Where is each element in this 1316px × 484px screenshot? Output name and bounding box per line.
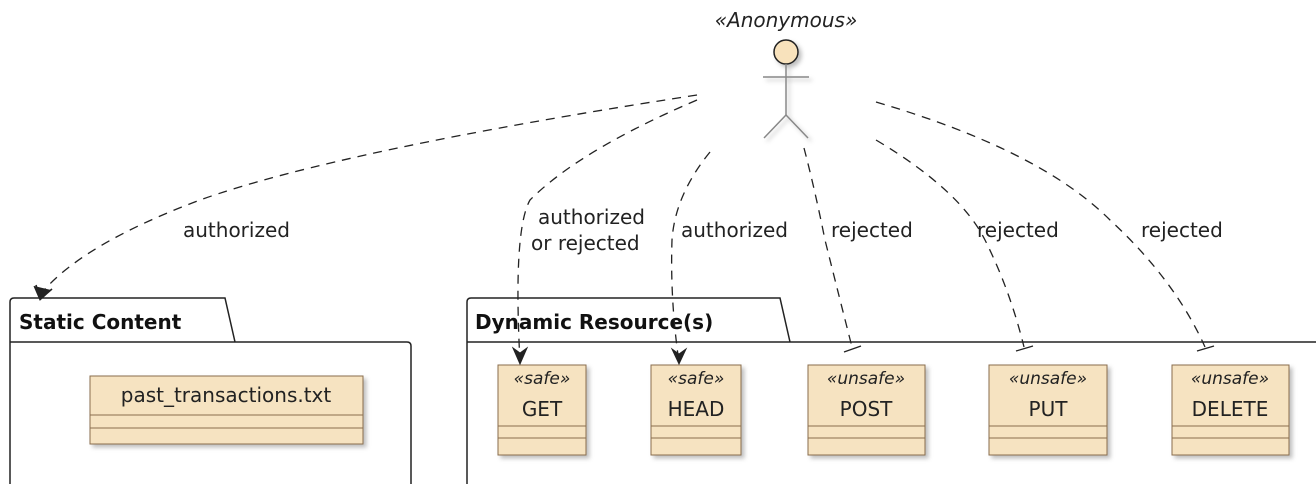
edge-put[interactable] bbox=[875, 139, 1034, 352]
dynamic-resources-package[interactable]: Dynamic Resource(s) bbox=[466, 297, 1316, 484]
edge-post[interactable] bbox=[803, 147, 862, 353]
static-content-package[interactable]: Static Content bbox=[9, 297, 412, 484]
class-put[interactable]: «unsafe» PUT bbox=[988, 364, 1108, 456]
edge-delete[interactable] bbox=[875, 101, 1215, 352]
class-put-name: PUT bbox=[1029, 397, 1069, 421]
edge-static-authorized bbox=[33, 94, 698, 301]
edge-get-label-line1: authorized bbox=[538, 205, 645, 229]
class-post[interactable]: «unsafe» POST bbox=[807, 364, 926, 456]
edge-get[interactable] bbox=[511, 99, 698, 366]
anonymous-actor[interactable]: «Anonymous» bbox=[715, 8, 858, 139]
edge-static-label: authorized bbox=[183, 218, 290, 242]
edge-put-label: rejected bbox=[977, 218, 1059, 242]
class-get[interactable]: «safe» GET bbox=[497, 364, 587, 456]
class-head-stereotype: «safe» bbox=[668, 369, 725, 389]
edge-get-label-line2: or rejected bbox=[531, 231, 640, 255]
edge-head-label: authorized bbox=[681, 218, 788, 242]
edge-head[interactable] bbox=[670, 151, 711, 366]
class-head-name: HEAD bbox=[668, 397, 725, 421]
class-head[interactable]: «safe» HEAD bbox=[650, 364, 742, 456]
class-delete-stereotype: «unsafe» bbox=[1191, 369, 1269, 389]
class-put-stereotype: «unsafe» bbox=[1009, 369, 1087, 389]
dynamic-resources-title: Dynamic Resource(s) bbox=[475, 310, 713, 334]
class-past-transactions-name: past_transactions.txt bbox=[121, 383, 332, 407]
class-post-stereotype: «unsafe» bbox=[827, 369, 905, 389]
class-past-transactions[interactable] bbox=[89, 375, 364, 445]
edge-post-label: rejected bbox=[831, 218, 913, 242]
class-get-name: GET bbox=[522, 397, 563, 421]
class-post-name: POST bbox=[840, 397, 893, 421]
class-get-stereotype: «safe» bbox=[514, 369, 571, 389]
class-delete[interactable]: «unsafe» DELETE bbox=[1171, 364, 1290, 456]
edge-delete-label: rejected bbox=[1141, 218, 1223, 242]
static-content-title: Static Content bbox=[19, 310, 182, 334]
class-delete-name: DELETE bbox=[1192, 397, 1269, 421]
actor-stereotype: «Anonymous» bbox=[715, 8, 858, 32]
actor-figure-icon bbox=[763, 39, 809, 139]
